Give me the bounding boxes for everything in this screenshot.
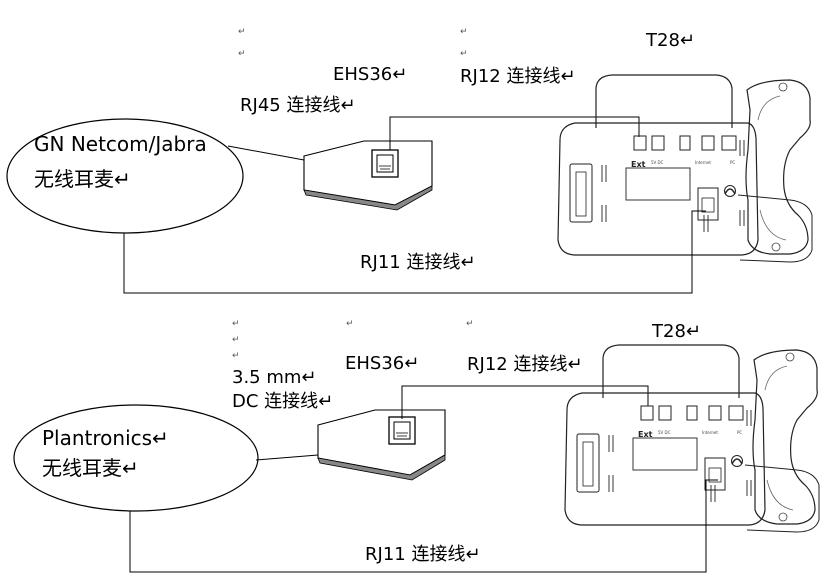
top-rj45-label: RJ45 连接线↵	[240, 95, 356, 116]
return-mark: ↵	[232, 335, 240, 345]
top-headset-brand: GN Netcom/Jabra	[34, 132, 207, 156]
top-t28-phone	[557, 74, 813, 263]
top-headset-ellipse	[6, 118, 244, 234]
return-mark: ↵	[232, 351, 240, 361]
top-ehs36-label: EHS36↵	[333, 64, 408, 85]
top-rj12-cable	[389, 116, 640, 150]
top-diagram	[6, 74, 813, 294]
top-rj11-cable	[123, 210, 706, 294]
return-mark: ↵	[232, 319, 240, 329]
bottom-dc-cable-label: DC 连接线↵	[232, 391, 334, 412]
bottom-phone-label: T28↵	[652, 321, 701, 342]
bottom-diagram	[13, 344, 820, 573]
return-mark: ↵	[238, 49, 246, 59]
bottom-rj11-cable	[129, 479, 718, 573]
bottom-t28-phone	[564, 344, 820, 533]
bottom-rj12-cable	[401, 385, 649, 419]
bottom-headset-ellipse	[13, 404, 259, 512]
bottom-headset-type: 无线耳麦↵	[42, 456, 139, 480]
return-mark: ↵	[466, 319, 474, 329]
bottom-headset-brand: Plantronics↵	[42, 426, 169, 450]
return-mark: ↵	[238, 27, 246, 37]
return-mark: ↵	[460, 27, 468, 37]
bottom-dc-cable	[255, 454, 319, 461]
bottom-rj12-label: RJ12 连接线↵	[467, 354, 583, 375]
return-mark: ↵	[460, 49, 468, 59]
top-headset-type: 无线耳麦↵	[34, 167, 131, 191]
top-ehs36-box	[303, 140, 433, 211]
return-mark: ↵	[346, 319, 354, 329]
top-phone-label: T28↵	[646, 30, 695, 51]
bottom-ehs36-box	[317, 409, 446, 481]
bottom-rj11-label: RJ11 连接线↵	[365, 544, 481, 565]
bottom-ehs36-label: EHS36↵	[345, 353, 420, 374]
top-rj45-cable	[227, 145, 305, 161]
top-rj11-label: RJ11 连接线↵	[360, 252, 476, 273]
bottom-dc-size-label: 3.5 mm↵	[232, 367, 317, 388]
top-rj12-label: RJ12 连接线↵	[460, 66, 576, 87]
